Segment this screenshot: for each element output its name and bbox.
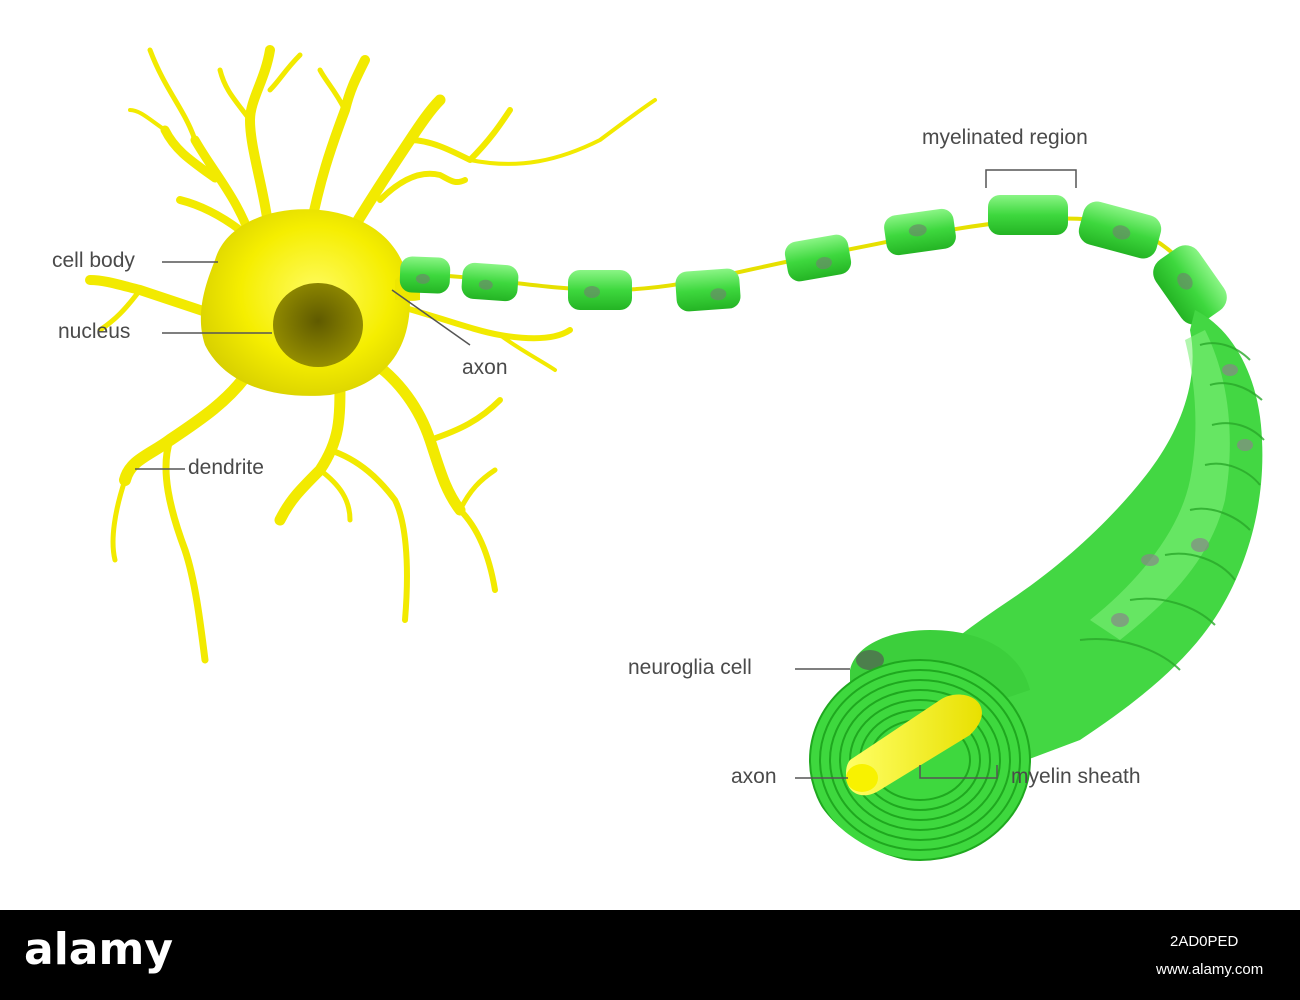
myelin-segments (399, 195, 1227, 325)
label-myelinated-region: myelinated region (922, 126, 1088, 149)
watermark-logo: alamy (24, 924, 173, 975)
bracket-myelinated-region (985, 169, 1077, 188)
dendrite-branch (97, 287, 143, 333)
myelin-segment (988, 195, 1068, 235)
leader-axon-top (391, 289, 471, 346)
neuroglia-nucleus (856, 650, 884, 670)
dendrite-branch (377, 170, 468, 203)
myelin-segment (461, 262, 519, 302)
myelin-segment (568, 270, 632, 310)
neuron-diagram (85, 45, 1265, 900)
myelin-segment (675, 268, 741, 312)
myelin-segment (784, 234, 852, 282)
label-axon-top: axon (462, 356, 508, 379)
dendrite-branch (162, 436, 209, 664)
dendrite-branch (176, 196, 244, 234)
myelin-segment (399, 256, 451, 294)
tube-seams (1079, 342, 1265, 671)
nucleus-shape (273, 283, 363, 367)
dendrite-branch (372, 297, 573, 342)
tube-nuclei (1111, 364, 1253, 627)
dendrite-branch (128, 108, 167, 132)
dendrite-branch (245, 45, 275, 245)
label-nucleus: nucleus (58, 320, 131, 343)
bracket-myelin-sheath (919, 765, 998, 779)
myelin-segment (884, 208, 956, 256)
dendrite-branch (327, 447, 410, 623)
dendrites (85, 45, 657, 664)
myelin-segment (1153, 245, 1227, 325)
leader-lines (135, 169, 1077, 779)
dendrite-branch (147, 47, 198, 143)
label-myelin-sheath: myelin sheath (1011, 765, 1141, 788)
dendrite-branch (267, 52, 303, 93)
watermark-bar: alamy 2AD0PED www.alamy.com (0, 910, 1300, 1000)
dendrite-branch (498, 333, 557, 372)
dendrite-branch (334, 94, 446, 256)
dendrite-branch (457, 507, 498, 593)
label-neuroglia-cell: neuroglia cell (628, 656, 752, 679)
myelin-cross-section (760, 630, 1150, 900)
axon-core-end (846, 764, 878, 792)
sheath-front-cut (760, 760, 1150, 900)
axon-core (846, 694, 982, 796)
myelin-segment (1078, 201, 1162, 259)
dendrite-branch (468, 98, 657, 166)
dendrite-branch (110, 477, 128, 563)
watermark-url: www.alamy.com (1156, 961, 1264, 978)
dendrite-branch (317, 67, 348, 113)
watermark-image-id: 2AD0PED (1170, 933, 1239, 950)
dendrite-branch (457, 467, 498, 513)
dendrite-branch (217, 67, 253, 123)
dendrite-branch (317, 467, 353, 523)
label-dendrite: dendrite (188, 456, 264, 479)
tube-highlight (1090, 330, 1230, 640)
label-cell-body: cell body (52, 249, 135, 272)
dendrite-branch (427, 397, 503, 443)
dendrite-branch (305, 55, 370, 235)
label-axon-bottom: axon (731, 765, 777, 788)
